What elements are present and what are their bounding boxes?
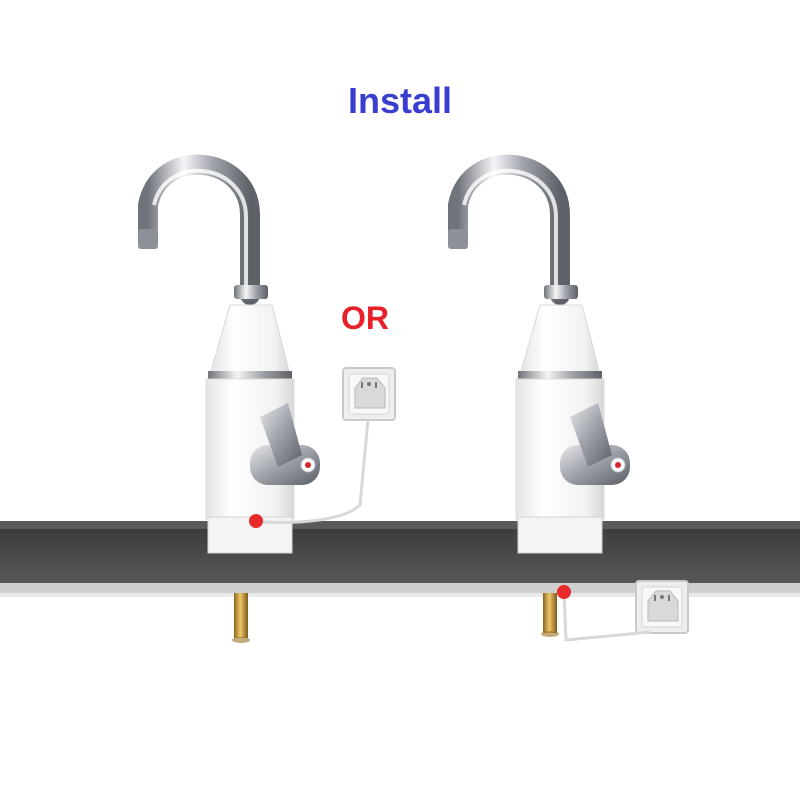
right-water-pipe — [543, 593, 557, 633]
install-title: Install — [347, 80, 453, 121]
left-power-dot — [249, 514, 263, 528]
right-power-dot — [557, 585, 571, 599]
left-power-cord — [261, 419, 370, 524]
wall-socket-left — [342, 367, 396, 421]
right-power-cord — [562, 591, 651, 642]
left-faucet — [138, 165, 320, 553]
wall-socket-right — [635, 580, 689, 634]
countertop — [0, 521, 800, 597]
right-faucet — [448, 165, 630, 553]
or-label: OR — [341, 300, 389, 336]
left-water-pipe — [234, 593, 248, 638]
